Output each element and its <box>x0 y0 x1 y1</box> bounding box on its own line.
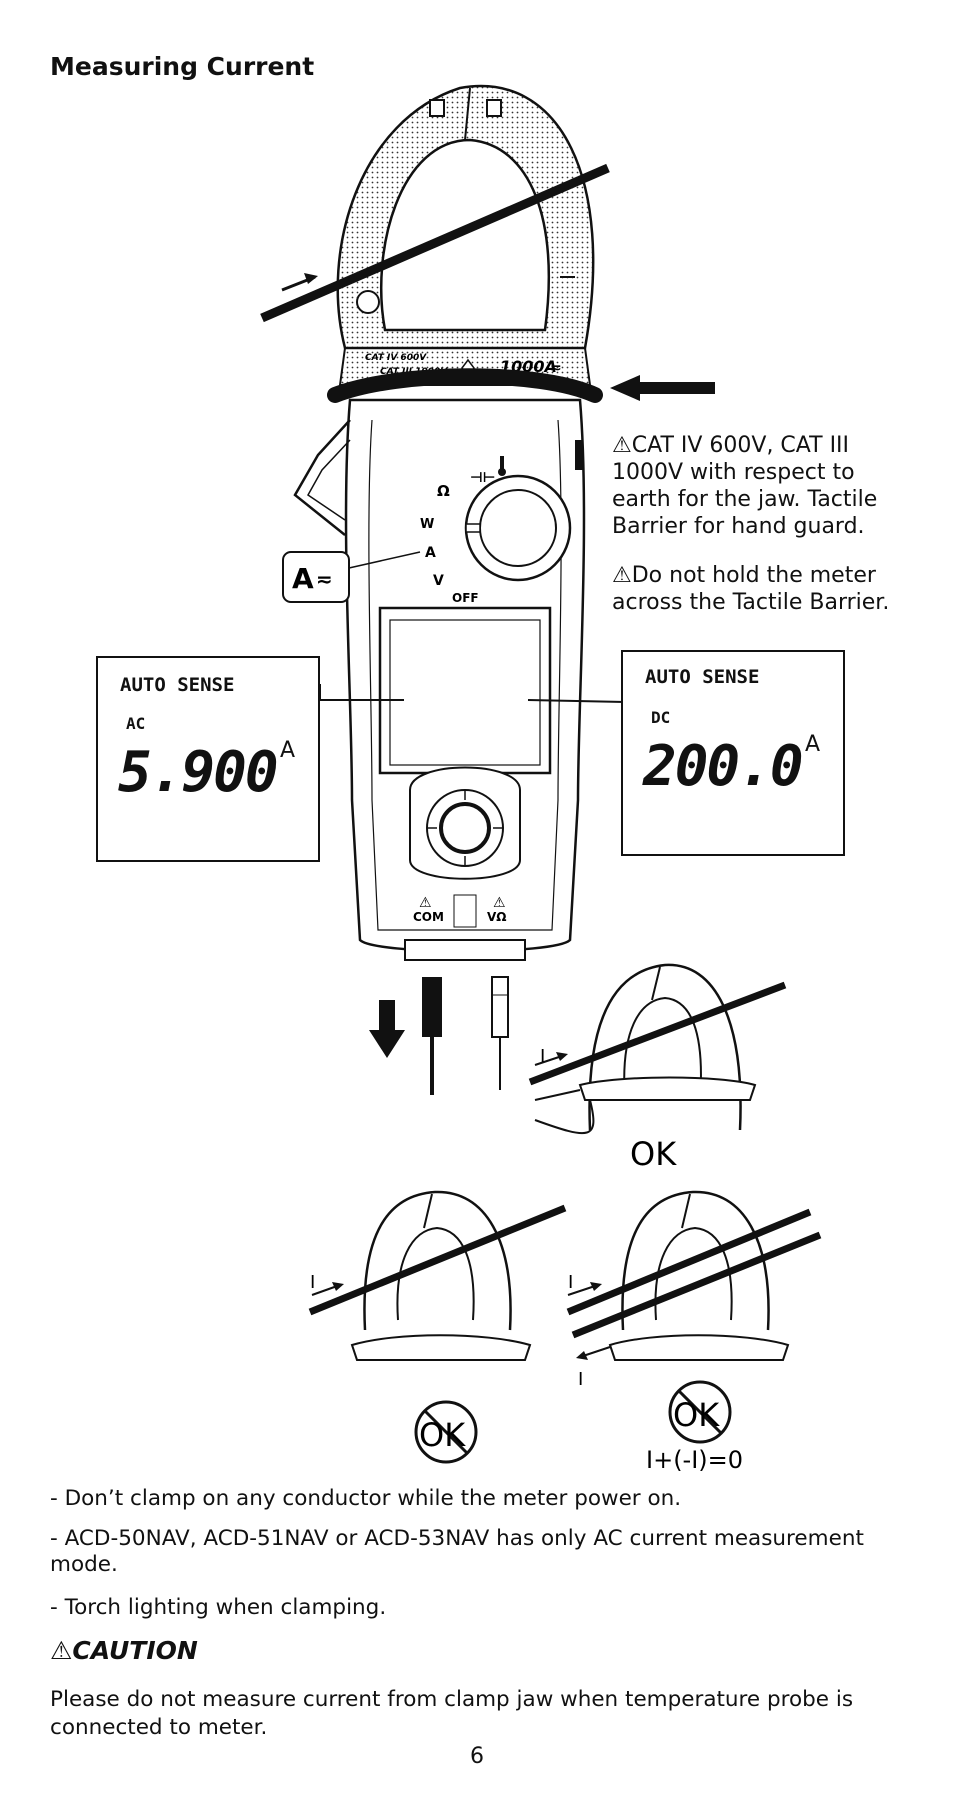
ac-display-box: AUTO SENSE AC 5.900 A <box>96 656 320 862</box>
warning-icon: ⚠ <box>612 433 632 458</box>
barrier-arrow-icon <box>610 375 640 401</box>
dc-display-box: AUTO SENSE DC 200.0 A <box>621 650 845 856</box>
not-ok-2-current-label-top: I <box>568 1272 573 1293</box>
vohm-terminal-label: VΩ <box>487 910 507 924</box>
note-item: - ACD-50NAV, ACD-51NAV or ACD-53NAV has … <box>50 1526 864 1577</box>
dc-type-label: DC <box>651 708 671 727</box>
ac-reading: 5.900 <box>118 740 279 805</box>
warning-icon: ⚠ <box>612 563 632 588</box>
equation: I+(-I)=0 <box>646 1446 743 1474</box>
dc-unit: A <box>805 732 821 757</box>
vohm-warning-icon: ⚠ <box>493 895 506 911</box>
caution-title: CAUTION <box>72 1636 198 1665</box>
navigation-button[interactable] <box>409 766 521 880</box>
page-title: Measuring Current <box>50 52 315 81</box>
not-ok-label-1: OK <box>419 1416 466 1454</box>
dial-ohm-label: Ω <box>437 482 450 500</box>
not-ok-clamp-double <box>566 1190 822 1361</box>
dial-off-label: OFF <box>452 591 479 605</box>
warning-barrier-text: Do not hold the meter across the Tactile… <box>612 563 890 615</box>
ok-current-label: I <box>540 1046 545 1067</box>
ok-label: OK <box>630 1135 677 1173</box>
caution-heading: ⚠CAUTION <box>50 1636 198 1665</box>
ac-mode-label: AUTO SENSE <box>120 674 235 696</box>
clamp-jaw <box>336 85 595 350</box>
black-test-lead <box>422 977 442 1037</box>
not-ok-clamp-single <box>308 1190 567 1361</box>
not-ok-2-current-label-bottom: I <box>578 1369 583 1390</box>
current-arrow-icon <box>304 273 318 284</box>
warning-jaw-text: CAT IV 600V, CAT III 1000V with respect … <box>612 433 878 539</box>
ac-unit: A <box>280 738 296 763</box>
dc-mode-label: AUTO SENSE <box>645 666 760 688</box>
a-mode-callout <box>282 551 350 603</box>
down-arrow-icon <box>369 1000 405 1058</box>
page-number: 6 <box>470 1744 484 1769</box>
tactile-barrier <box>327 368 603 403</box>
svg-text:≂: ≂ <box>316 567 333 591</box>
jaw-cat-line1: CAT IV 600V <box>365 353 427 363</box>
a-mode-callout-label: A <box>292 562 314 595</box>
note-item: - Don’t clamp on any conductor while the… <box>50 1486 682 1511</box>
not-ok-symbol-2 <box>668 1380 732 1444</box>
not-ok-label-2: OK <box>673 1396 720 1434</box>
dial-a-label: A <box>425 545 436 561</box>
dc-reading: 200.0 <box>643 734 804 799</box>
dial-w-label: W <box>420 517 434 532</box>
svg-text:≂: ≂ <box>550 360 562 376</box>
conductor-wire <box>260 163 610 323</box>
capacitor-icon: ⊣⊢ <box>470 470 496 486</box>
screw-icon <box>356 290 380 314</box>
caution-warning-icon: ⚠ <box>50 1636 73 1665</box>
warning-tactile-barrier: ⚠Do not hold the meter across the Tactil… <box>612 562 912 616</box>
rotary-dial[interactable] <box>464 474 572 582</box>
warning-jaw-rating: ⚠CAT IV 600V, CAT III 1000V with respect… <box>612 432 912 540</box>
not-ok-symbol-1 <box>414 1400 478 1464</box>
not-ok-1-current-label: I <box>310 1272 315 1293</box>
ac-type-label: AC <box>126 714 146 733</box>
caution-text: Please do not measure current from clamp… <box>50 1687 854 1740</box>
dial-v-label: V <box>433 573 444 589</box>
com-warning-icon: ⚠ <box>419 895 432 911</box>
thermometer-icon <box>500 456 504 470</box>
com-terminal-label: COM <box>413 910 444 924</box>
note-item: - Torch lighting when clamping. <box>50 1595 387 1620</box>
ok-clamp <box>528 963 787 1134</box>
